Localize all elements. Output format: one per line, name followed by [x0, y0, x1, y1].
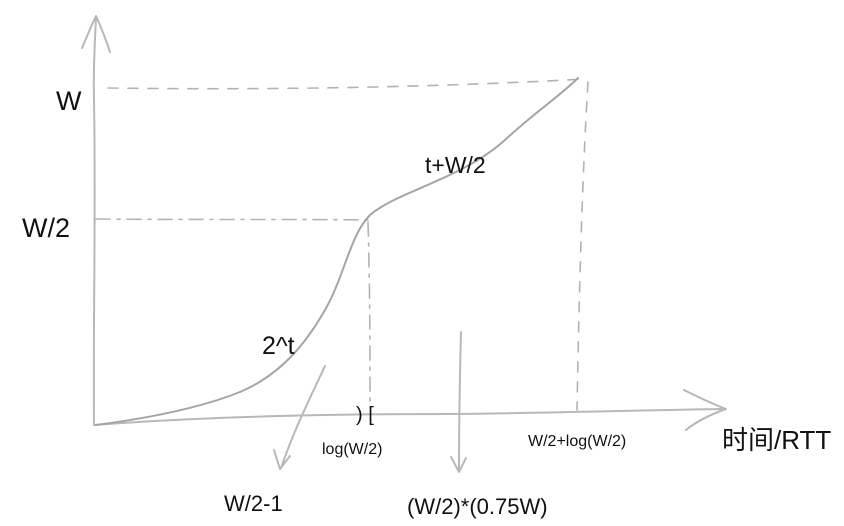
- y-axis: [92, 17, 97, 426]
- label-y-half: W/2: [22, 213, 71, 243]
- y-axis-arrowhead: [81, 15, 111, 53]
- guide-w-horizontal: [107, 78, 586, 90]
- label-x-log: log(W/2): [322, 441, 383, 458]
- label-linear-phase: t+W/2: [425, 152, 486, 178]
- guide-half-horizontal: [95, 218, 369, 221]
- label-bracket: ) [: [356, 404, 374, 426]
- label-arrow-left: W/2-1: [224, 491, 283, 516]
- arrow-mid-head: [450, 456, 467, 473]
- growth-curve: [95, 77, 579, 426]
- guide-log-vertical: [367, 221, 371, 403]
- arrow-mid-shaft: [458, 331, 462, 471]
- label-arrow-mid: (W/2)*(0.75W): [407, 494, 548, 519]
- label-x-end: W/2+log(W/2): [528, 433, 627, 450]
- x-axis-arrowhead: [683, 389, 727, 431]
- x-axis: [93, 408, 726, 426]
- arrow-exp-shaft: [280, 365, 326, 469]
- guide-end-vertical: [576, 81, 589, 411]
- arrow-exp-head: [273, 449, 291, 470]
- label-y-w: W: [56, 86, 82, 116]
- label-x-axis: 时间/RTT: [722, 425, 832, 455]
- label-exp-phase: 2^t: [262, 332, 295, 360]
